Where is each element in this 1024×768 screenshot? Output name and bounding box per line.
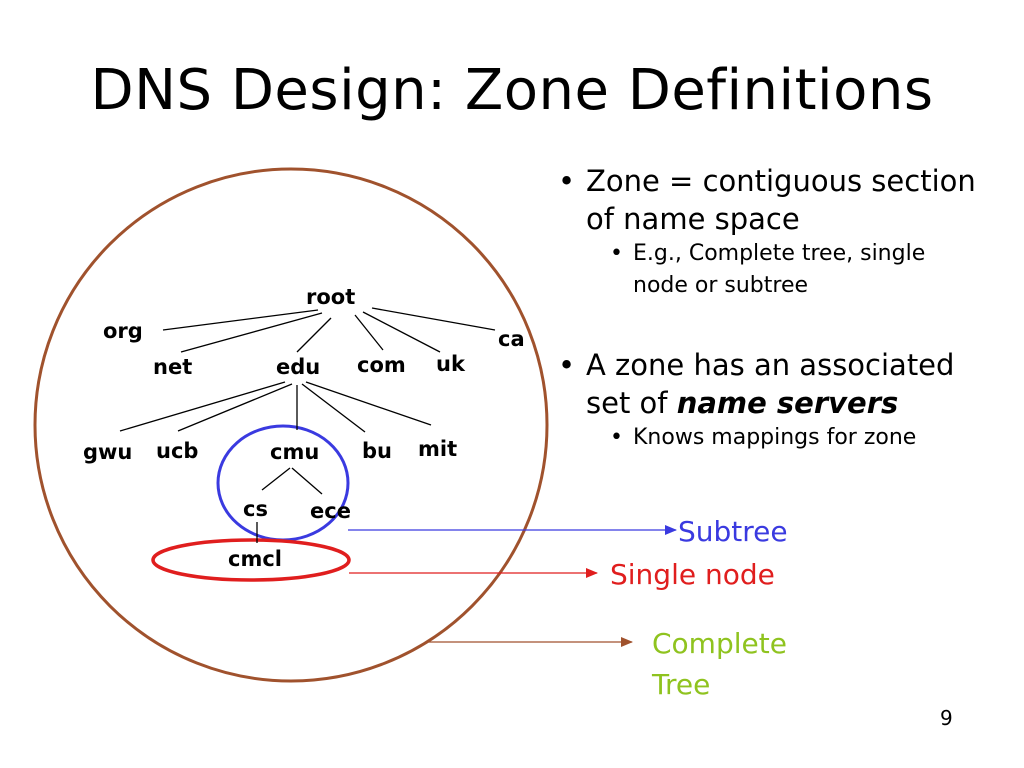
complete-tree-label-line1: Complete (652, 627, 787, 660)
sub-bullet-text: E.g., Complete tree, single (633, 241, 926, 266)
node-cmu: cmu (270, 440, 319, 464)
edge-root-com (354, 314, 384, 351)
node-com: com (357, 353, 406, 377)
bullet-text: set of (586, 386, 677, 420)
node-root: root (306, 285, 355, 309)
node-uk: uk (436, 352, 466, 376)
page-number: 9 (940, 706, 953, 730)
edge-root-edu (296, 317, 332, 353)
sub-bullet-text: node or subtree (633, 273, 809, 298)
bullet-text: Zone = contiguous section (586, 164, 976, 198)
node-mit: mit (418, 437, 457, 461)
node-edu: edu (276, 355, 320, 379)
complete-tree-zone-circle (33, 167, 549, 683)
sub-bullet-examples: E.g., Complete tree, single node or subt… (558, 238, 1018, 302)
node-ca: ca (498, 327, 525, 351)
node-ece: ece (310, 499, 351, 523)
node-cmcl: cmcl (228, 547, 282, 571)
edge-edu-gwu (119, 381, 286, 432)
emphasis-text: name servers (676, 386, 899, 420)
bullet-zone-definition: Zone = contiguous section of name space (558, 162, 1018, 238)
edge-root-net (180, 312, 323, 353)
node-bu: bu (362, 439, 392, 463)
bullet-list: Zone = contiguous section of name space … (558, 162, 1018, 454)
node-org: org (103, 319, 143, 343)
bullet-name-servers: A zone has an associated set of name ser… (558, 346, 1018, 422)
bullet-text: A zone has an associated (586, 348, 955, 382)
edge-edu-ucb (177, 383, 293, 432)
edge-cmu-ece (291, 467, 323, 495)
node-cs: cs (243, 497, 268, 521)
single-node-zone-ellipse (151, 538, 351, 582)
edge-edu-mit (305, 381, 432, 426)
edge-cmu-cs (261, 467, 291, 491)
sub-bullet-mappings: Knows mappings for zone (558, 422, 1018, 454)
subtree-label: Subtree (678, 515, 788, 548)
complete-tree-label-line2: Tree (651, 668, 710, 701)
edge-root-ca (371, 307, 496, 331)
edge-root-uk (362, 311, 441, 353)
node-gwu: gwu (83, 440, 132, 464)
sub-bullet-text: Knows mappings for zone (633, 425, 917, 450)
single-node-label: Single node (610, 558, 775, 591)
edge-root-org (162, 309, 319, 331)
edge-edu-bu (301, 383, 366, 433)
bullet-text: of name space (586, 202, 800, 236)
node-ucb: ucb (156, 439, 198, 463)
slide-title: DNS Design: Zone Definitions (90, 58, 934, 123)
node-net: net (153, 355, 192, 379)
